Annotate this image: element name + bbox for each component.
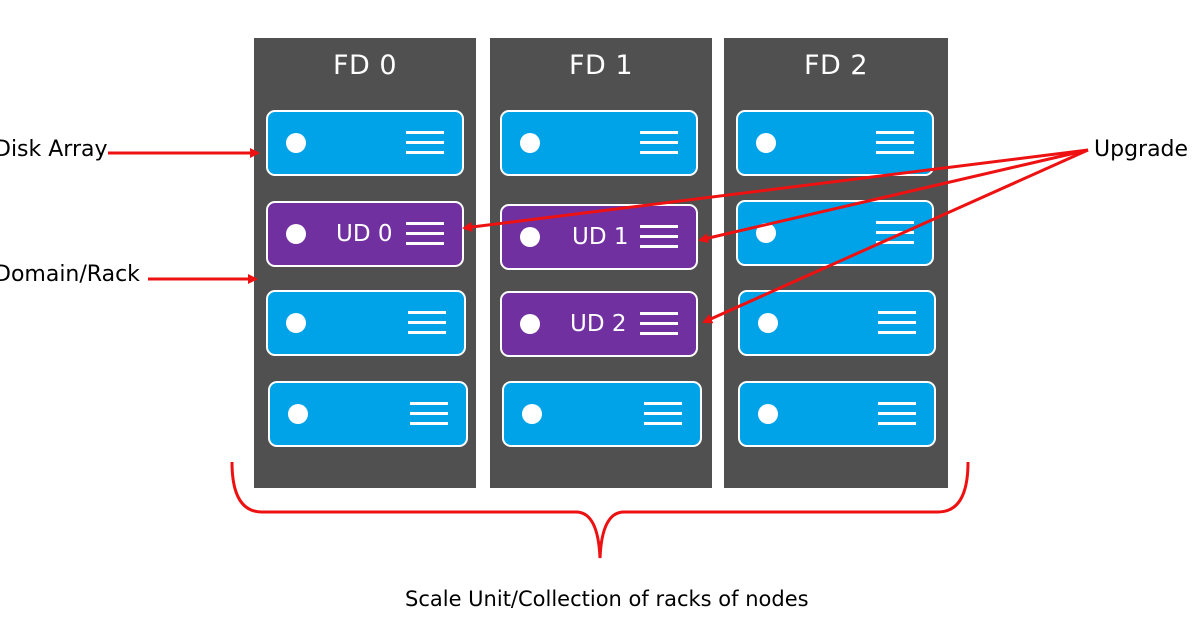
menu-lines-icon	[878, 402, 916, 426]
menu-lines-icon	[644, 402, 682, 426]
status-dot-icon	[520, 133, 540, 153]
menu-lines-icon	[406, 222, 444, 246]
disk-array-node	[500, 110, 698, 176]
status-dot-icon	[520, 227, 540, 247]
disk-array-node	[738, 290, 936, 356]
upgrade-domain-label: UD 1	[572, 224, 629, 250]
rack-title: FD 1	[568, 50, 634, 81]
upgrade-arrow-ud0	[462, 148, 1089, 232]
menu-lines-icon	[876, 131, 914, 155]
upgrade-label: Upgrade	[1094, 137, 1189, 162]
disk-array-node	[266, 110, 464, 176]
scale-unit-label: Scale Unit/Collection of racks of nodes	[405, 587, 809, 611]
menu-lines-icon	[640, 225, 678, 249]
rack-title: FD 0	[332, 50, 398, 81]
disk-array-node	[502, 381, 702, 447]
status-dot-icon	[758, 313, 778, 333]
domain-rack-label: Domain/Rack	[0, 262, 140, 287]
scale-unit-brace	[230, 461, 970, 559]
menu-lines-icon	[640, 131, 678, 155]
disk-array-node	[736, 200, 934, 266]
status-dot-icon	[756, 133, 776, 153]
menu-lines-icon	[406, 131, 444, 155]
menu-lines-icon	[640, 312, 678, 336]
upgrade-arrow-ud2	[702, 148, 1089, 324]
menu-lines-icon	[878, 311, 916, 335]
upgrade-domain-label: UD 0	[336, 221, 393, 247]
disk-array-node	[736, 110, 934, 176]
upgrade-domain-node-1: UD 1	[500, 204, 698, 270]
upgrade-domain-node-0: UD 0	[266, 201, 464, 267]
status-dot-icon	[286, 313, 306, 333]
status-dot-icon	[286, 133, 306, 153]
disk-array-node	[738, 381, 936, 447]
upgrade-domain-node-2: UD 2	[500, 291, 698, 357]
status-dot-icon	[520, 314, 540, 334]
disk-array-label: Disk Array	[0, 137, 108, 162]
disk-array-node	[268, 381, 468, 447]
status-dot-icon	[758, 404, 778, 424]
menu-lines-icon	[408, 311, 446, 335]
menu-lines-icon	[876, 221, 914, 245]
status-dot-icon	[756, 223, 776, 243]
status-dot-icon	[288, 404, 308, 424]
status-dot-icon	[286, 224, 306, 244]
upgrade-arrow-ud1	[698, 148, 1089, 244]
menu-lines-icon	[410, 402, 448, 426]
disk-array-node	[266, 290, 466, 356]
rack-title: FD 2	[803, 50, 869, 81]
status-dot-icon	[522, 404, 542, 424]
upgrade-domain-label: UD 2	[570, 311, 627, 337]
